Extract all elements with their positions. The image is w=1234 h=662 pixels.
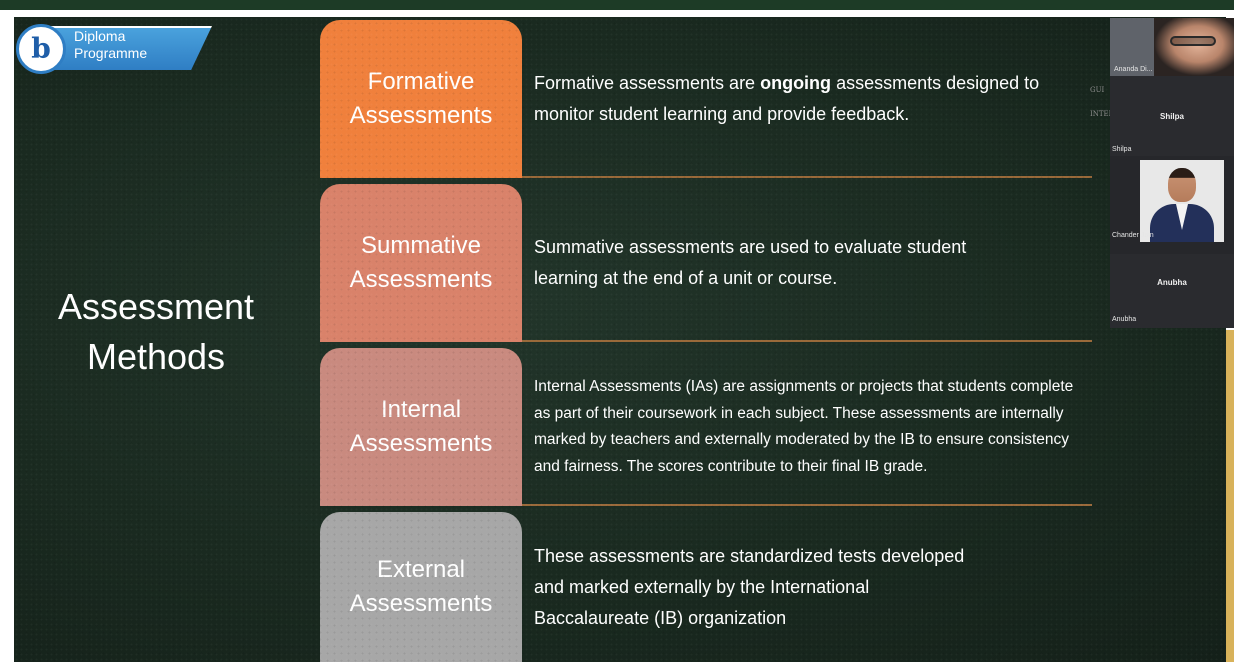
ib-logo-text: Diploma Programme bbox=[74, 28, 147, 62]
participant-name: Anubha bbox=[1112, 316, 1137, 323]
participant-tile-host[interactable]: Ananda Di... bbox=[1110, 18, 1234, 76]
host-video-feed bbox=[1154, 18, 1234, 76]
assessment-tab-label: Assessments bbox=[349, 266, 493, 293]
participant-name: Shilpa bbox=[1112, 146, 1132, 153]
participant-center-name: Shilpa bbox=[1159, 112, 1184, 121]
ib-diploma-logo: b Diploma Programme bbox=[16, 22, 212, 78]
assessment-desc-bold: ongoing bbox=[760, 73, 832, 93]
slide-title: Assessment Methods bbox=[26, 282, 286, 382]
partial-text-line: INTERI bbox=[1090, 110, 1117, 118]
participant-tile-shilpa[interactable]: Shilpa Shilpa bbox=[1110, 76, 1234, 156]
assessment-row-summative: Summative Assessments Summative assessme… bbox=[320, 184, 1092, 342]
slide-title-line2: Methods bbox=[86, 336, 226, 377]
ib-logo-banner bbox=[38, 26, 212, 70]
participant-center-name: Anubha bbox=[1157, 278, 1187, 287]
row-divider bbox=[522, 176, 1092, 178]
participant-tile-anubha[interactable]: Anubha Anubha bbox=[1110, 254, 1234, 328]
assessment-description: Internal Assessments (IAs) are assignmen… bbox=[534, 348, 1082, 506]
assessment-desc-part: assessments designed to monitor student … bbox=[534, 73, 1040, 124]
assessment-tab-label: Assessments bbox=[349, 590, 493, 617]
ib-logo-glyph: b bbox=[31, 32, 51, 65]
window-top-bar bbox=[0, 0, 1234, 10]
assessment-description: Formative assessments are ongoing assess… bbox=[534, 20, 1082, 178]
right-accent-bar bbox=[1226, 330, 1234, 662]
video-participants-panel[interactable]: Ananda Di... Shilpa Shilpa Chander Jain … bbox=[1110, 18, 1234, 328]
assessment-desc-part: Formative assessments are bbox=[534, 73, 761, 93]
assessment-desc-text: Summative assessments are used to evalua… bbox=[534, 237, 967, 288]
participant-video-feed bbox=[1140, 160, 1224, 242]
participant-name: Chander Jain bbox=[1112, 232, 1154, 239]
ib-logo-line2: Programme bbox=[74, 45, 148, 61]
assessment-tab-label: Summative bbox=[360, 232, 482, 259]
assessment-tab-label: Formative bbox=[367, 68, 475, 95]
assessment-desc-text: Internal Assessments (IAs) are assignmen… bbox=[534, 378, 1074, 475]
assessment-description: Summative assessments are used to evalua… bbox=[534, 184, 1002, 342]
partial-text-line: GUI bbox=[1090, 86, 1105, 94]
participant-name: Ananda Di... bbox=[1114, 66, 1153, 73]
assessment-tab-label: Assessments bbox=[349, 430, 493, 457]
host-glasses bbox=[1170, 36, 1216, 46]
assessment-tab-label: Internal bbox=[380, 396, 462, 423]
assessment-desc-text: These assessments are standardized tests… bbox=[534, 545, 965, 628]
ib-logo-line1: Diploma bbox=[74, 28, 126, 44]
slide-title-line1: Assessment bbox=[57, 286, 255, 327]
assessment-tab-summative: Summative Assessments bbox=[320, 184, 522, 342]
assessment-tab-label: Assessments bbox=[349, 102, 493, 129]
presentation-slide: b Diploma Programme Assessment Methods F… bbox=[14, 17, 1226, 662]
row-divider bbox=[522, 504, 1092, 506]
row-divider bbox=[522, 340, 1092, 342]
participant-tile-chander[interactable]: Chander Jain bbox=[1110, 156, 1234, 254]
participant-head bbox=[1168, 168, 1196, 202]
assessment-tab-label: External bbox=[376, 556, 466, 583]
ib-logo-icon: b bbox=[16, 24, 66, 74]
assessment-tab-internal: Internal Assessments bbox=[320, 348, 522, 506]
assessment-row-formative: Formative Assessments Formative assessme… bbox=[320, 20, 1092, 178]
assessment-description: These assessments are standardized tests… bbox=[534, 512, 972, 662]
assessment-tab-external: External Assessments bbox=[320, 512, 522, 662]
partial-slide-text: GUI INTERI bbox=[1090, 78, 1117, 126]
assessment-row-internal: Internal Assessments Internal Assessment… bbox=[320, 348, 1092, 506]
assessment-row-external: External Assessments These assessments a… bbox=[320, 512, 1092, 662]
assessment-tab-formative: Formative Assessments bbox=[320, 20, 522, 178]
